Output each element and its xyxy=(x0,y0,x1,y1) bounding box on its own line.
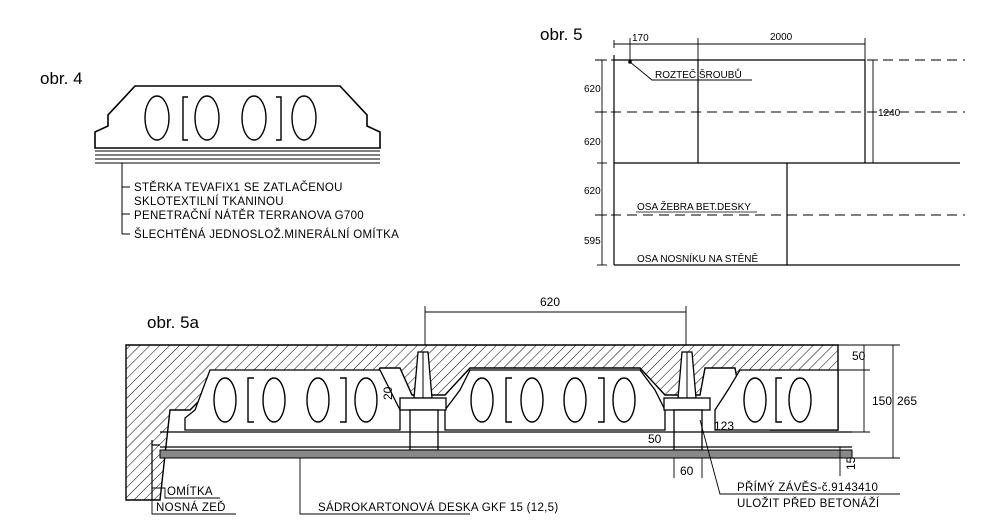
label-direct-hanger: PŘÍMÝ ZÁVĚS-č.9143410 xyxy=(737,481,878,494)
dim-50: 50 xyxy=(648,432,662,446)
dim-slab-150: 150 xyxy=(872,394,892,408)
hanger-leader xyxy=(699,419,900,495)
label-screw-spacing: ROZTEČ ŠROUBŮ xyxy=(655,68,742,81)
dim-left-2: 620 xyxy=(584,137,601,148)
wall-leader xyxy=(151,500,236,515)
dim-top-large: 2000 xyxy=(770,32,793,43)
right-dimensions xyxy=(838,344,900,476)
plasterboard xyxy=(159,449,853,459)
left-dimension-line xyxy=(597,59,607,266)
note-2: SKLOTEXTILNÍ TKANINOU xyxy=(134,195,284,208)
right-dimension-line xyxy=(868,59,878,164)
label-install-before-concreting: ULOŽIT PŘED BETONÁŽÍ xyxy=(737,497,880,510)
screw-point xyxy=(628,60,632,64)
dim-total-265: 265 xyxy=(897,394,917,408)
dim-left-4: 595 xyxy=(584,236,601,247)
dim-left-3: 620 xyxy=(584,186,601,197)
screw-leader xyxy=(629,61,752,81)
label-plasterboard: SÁDROKARTONOVÁ DESKA GKF 15 (12,5) xyxy=(318,501,559,514)
finish-layers xyxy=(95,150,380,164)
dim-60: 60 xyxy=(680,464,694,478)
label-rib-axis: OSA ŽEBRA BET.DESKY xyxy=(637,200,751,213)
figure-5a: obr. 5a 620 xyxy=(125,295,917,515)
render-leader xyxy=(152,487,220,499)
board-leader xyxy=(299,458,470,515)
dim-top-small: 170 xyxy=(632,33,649,44)
precast-panels xyxy=(184,369,839,431)
label-render: OMÍTKA xyxy=(167,485,213,498)
dim-span-620: 620 xyxy=(540,295,560,309)
notes-leader xyxy=(121,163,130,235)
figure-4: obr. 4 STĚRKA TEVAFIX1 SE ZATLAČENOU SKL… xyxy=(40,69,399,241)
axis-lines xyxy=(595,59,965,216)
figure-5-label: obr. 5 xyxy=(540,25,583,44)
plan-grid xyxy=(613,55,960,266)
dim-15: 15 xyxy=(844,456,858,470)
note-3: PENETRAČNÍ NÁTĚR TERRANOVA G700 xyxy=(134,209,364,222)
label-beam-axis: OSA NOSNÍKU NA STĚNĚ xyxy=(637,252,758,265)
span-dimension-line xyxy=(424,306,687,345)
dim-total-1240: 1240 xyxy=(878,108,901,119)
dim-123: 123 xyxy=(714,419,734,433)
note-4: ŠLECHTĚNÁ JEDNOSLOŽ.MINERÁLNÍ OMÍTKA xyxy=(134,228,399,241)
panel-voids xyxy=(213,377,812,423)
ceiling-profile xyxy=(160,431,852,448)
panel-section-voids xyxy=(144,95,317,141)
figure-5: obr. 5 620 620 620 595 xyxy=(540,25,965,266)
hanger-left xyxy=(399,351,447,451)
panel-section-outline xyxy=(94,85,381,149)
figure-4-label: obr. 4 xyxy=(40,69,83,88)
note-1: STĚRKA TEVAFIX1 SE ZATLAČENOU xyxy=(134,181,343,194)
hanger-right xyxy=(663,351,711,451)
label-load-wall: NOSNÁ ZEĎ xyxy=(156,501,226,514)
dim-left-1: 620 xyxy=(584,84,601,95)
dim-20: 20 xyxy=(381,386,395,400)
dim-top-50: 50 xyxy=(852,349,866,363)
wall-render xyxy=(151,440,160,500)
figure-5a-label: obr. 5a xyxy=(147,313,200,332)
top-dimension-lines xyxy=(613,38,866,62)
dim-60-lines xyxy=(673,458,703,478)
